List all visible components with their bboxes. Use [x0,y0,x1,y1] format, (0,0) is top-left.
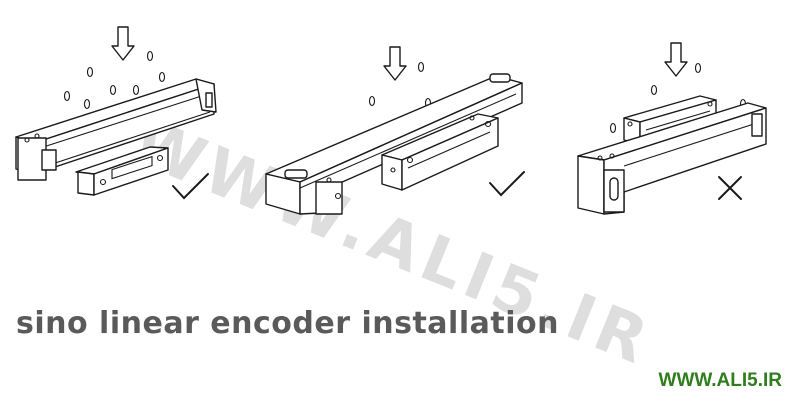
scale-body [15,78,217,181]
rain-drops [63,50,166,110]
panel-1-scale-on-top [15,26,217,200]
rain-arrow-icon [664,42,688,77]
cross-icon [718,176,742,200]
panel-3-head-on-top [577,42,767,215]
check-icon [172,173,209,200]
reading-head [381,113,499,191]
panel-2-scale-side [265,46,525,215]
site-label: WWW.ALI5.IR [658,370,782,391]
rain-arrow-icon [383,46,407,81]
diagram-caption: sino linear encoder installation [16,306,559,341]
check-icon [489,171,525,197]
rain-arrow-icon [111,26,135,61]
reading-head [75,146,169,196]
scale-body [577,102,767,215]
